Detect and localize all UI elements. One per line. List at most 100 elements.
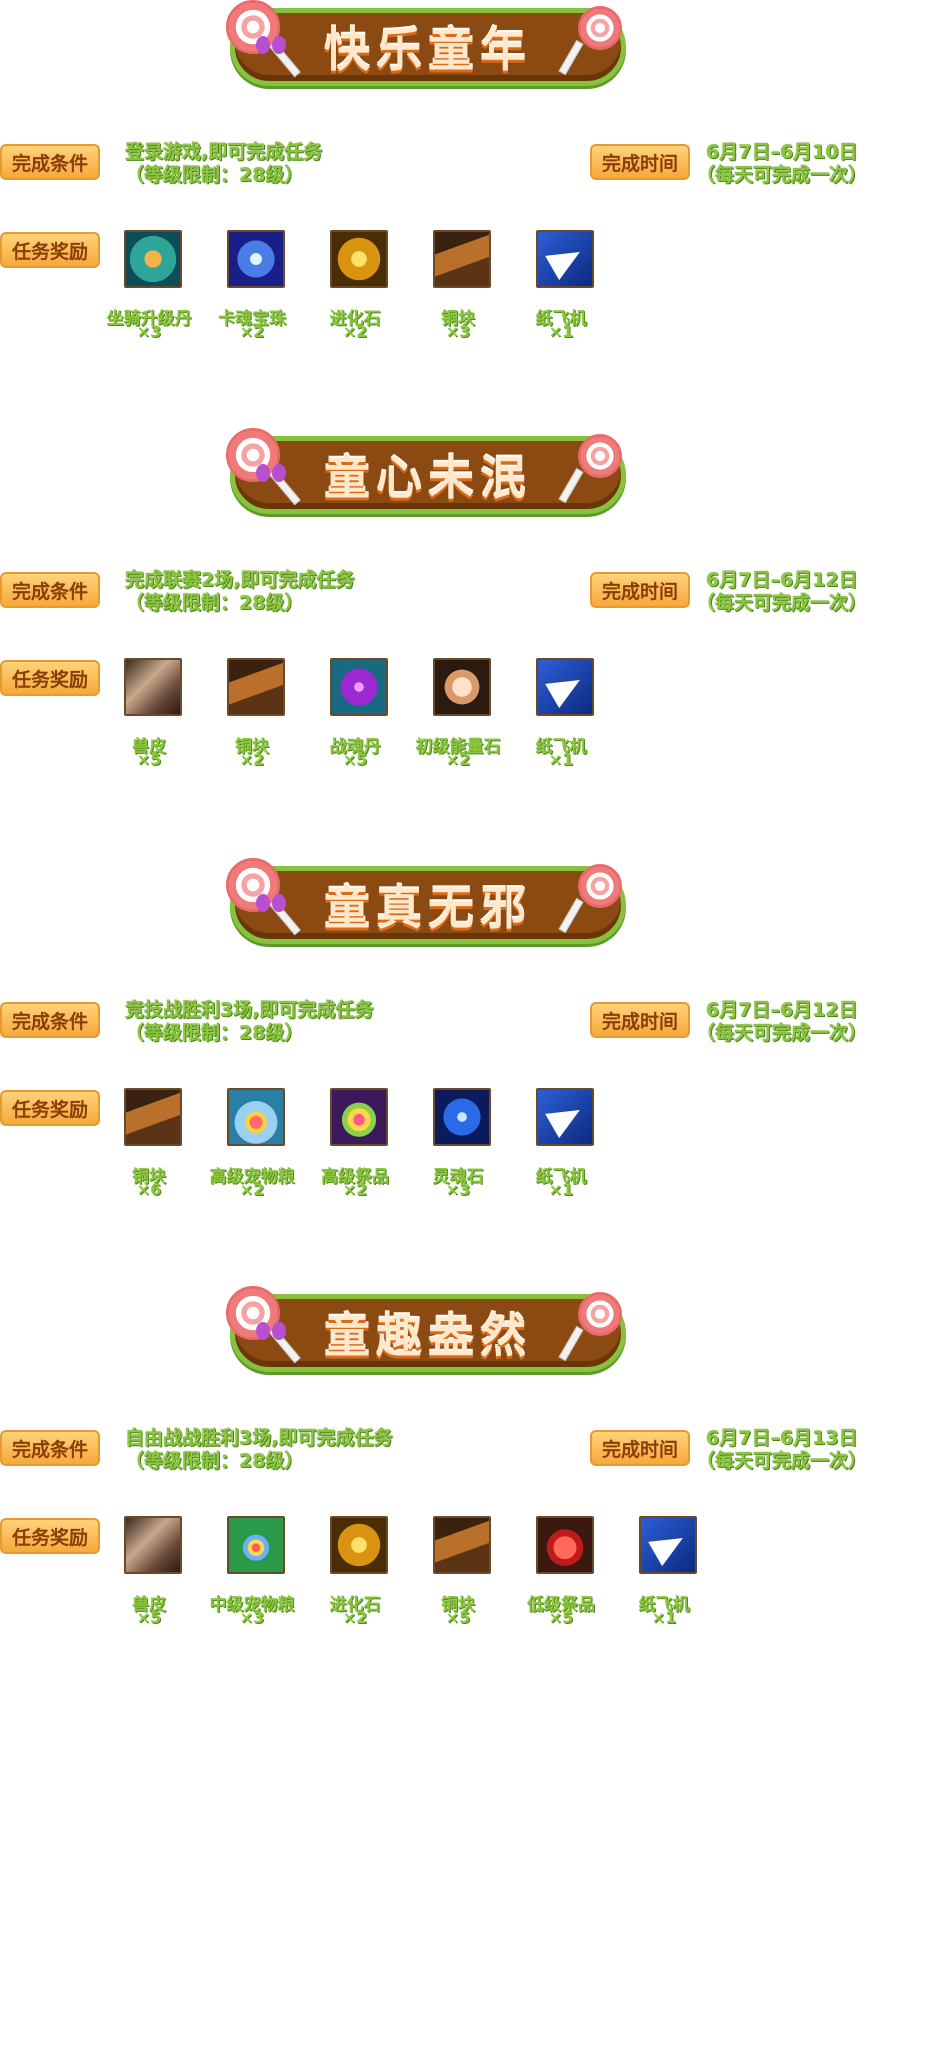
level-limit-text: （等级限制：28级） [125, 592, 304, 614]
reward-name: 卡魂宝珠 [218, 309, 286, 329]
lollipop-right-icon [558, 858, 630, 938]
time-tag: 完成时间 [590, 1002, 690, 1038]
reward-name: 纸飞机 [535, 309, 587, 329]
reward-count: ×1 [548, 322, 574, 341]
time-tag: 完成时间 [590, 1430, 690, 1466]
section-banner: 童趣盎然 [224, 1286, 632, 1380]
reward-count: ×1 [651, 1608, 677, 1627]
card-soul-pearl-icon [227, 230, 285, 288]
beast-hide-icon [124, 658, 182, 716]
reward-name: 战魂丹 [329, 737, 381, 757]
time-range-text: 6月7日–6月10日 [706, 141, 858, 163]
paper-plane-icon [536, 1088, 594, 1146]
reward-name: 坐骑升级丹 [106, 309, 192, 329]
time-range-text: 6月7日–6月13日 [706, 1427, 858, 1449]
reward-tag: 任务奖励 [0, 1518, 100, 1554]
reward-name: 兽皮 [132, 737, 166, 757]
reward-count: ×2 [239, 322, 265, 341]
lollipop-left-icon [224, 858, 301, 938]
reward-tag: 任务奖励 [0, 660, 100, 696]
condition-tag: 完成条件 [0, 1430, 100, 1466]
beast-hide-icon [124, 1516, 182, 1574]
reward-count: ×5 [136, 750, 162, 769]
reward-count: ×3 [445, 1180, 471, 1199]
reward-tag: 任务奖励 [0, 1090, 100, 1126]
copper-block-icon [227, 658, 285, 716]
evolution-stone-icon [330, 1516, 388, 1574]
reward-count: ×6 [136, 1180, 162, 1199]
time-frequency-text: （每天可完成一次） [696, 592, 868, 614]
reward-name: 铜块 [441, 309, 475, 329]
reward-count: ×5 [445, 1608, 471, 1627]
reward-name: 铜块 [132, 1167, 166, 1187]
copper-block-icon [124, 1088, 182, 1146]
condition-tag: 完成条件 [0, 572, 100, 608]
reward-count: ×5 [548, 1608, 574, 1627]
section-title: 快乐童年 [324, 23, 532, 77]
time-frequency-text: （每天可完成一次） [696, 1450, 868, 1472]
paper-plane-icon [536, 658, 594, 716]
reward-count: ×2 [342, 1608, 368, 1627]
reward-count: ×3 [136, 322, 162, 341]
soul-stone-icon [433, 1088, 491, 1146]
section-banner: 童心未泯 [224, 428, 632, 522]
reward-name: 低级祭品 [527, 1595, 595, 1615]
reward-count: ×3 [239, 1608, 265, 1627]
reward-count: ×2 [342, 322, 368, 341]
reward-count: ×1 [548, 1180, 574, 1199]
reward-count: ×3 [445, 322, 471, 341]
reward-name: 高级祭品 [321, 1167, 389, 1187]
condition-text: 登录游戏,即可完成任务 [125, 141, 323, 163]
battle-soul-pill-icon [330, 658, 388, 716]
time-tag: 完成时间 [590, 572, 690, 608]
reward-name: 高级宠物粮 [209, 1167, 295, 1187]
condition-tag: 完成条件 [0, 1002, 100, 1038]
time-range-text: 6月7日–6月12日 [706, 569, 858, 591]
task-section-2: 童心未泯 完成条件 完成联赛2场,即可完成任务 （等级限制：28级） 完成时间 … [0, 428, 926, 828]
reward-name: 纸飞机 [638, 1595, 690, 1615]
reward-count: ×2 [239, 1180, 265, 1199]
reward-tag: 任务奖励 [0, 232, 100, 268]
level-limit-text: （等级限制：28级） [125, 164, 304, 186]
reward-name: 进化石 [329, 1595, 381, 1615]
reward-name: 纸飞机 [535, 1167, 587, 1187]
section-banner: 童真无邪 [224, 858, 632, 952]
evolution-stone-icon [330, 230, 388, 288]
reward-name: 灵魂石 [432, 1167, 484, 1187]
pet-food-icon [227, 1516, 285, 1574]
reward-count: ×2 [445, 750, 471, 769]
copper-block-icon [433, 230, 491, 288]
lollipop-right-icon [558, 428, 630, 508]
banner-pill [230, 1294, 626, 1372]
lollipop-left-icon [224, 1286, 301, 1366]
condition-text: 竞技战胜利3场,即可完成任务 [125, 999, 374, 1021]
lollipop-left-icon [224, 428, 301, 508]
paper-plane-icon [639, 1516, 697, 1574]
reward-name: 初级能量石 [415, 737, 501, 757]
lollipop-right-icon [558, 1286, 630, 1366]
task-section-3: 童真无邪 完成条件 竞技战胜利3场,即可完成任务 （等级限制：28级） 完成时间… [0, 858, 926, 1258]
reward-count: ×5 [136, 1608, 162, 1627]
lollipop-right-icon [558, 0, 630, 80]
task-section-1: 快乐童年 完成条件 登录游戏,即可完成任务 （等级限制：28级） 完成时间 6月… [0, 0, 926, 400]
time-frequency-text: （每天可完成一次） [696, 1022, 868, 1044]
reward-count: ×5 [342, 750, 368, 769]
task-section-4: 童趣盎然 完成条件 自由战战胜利3场,即可完成任务 （等级限制：28级） 完成时… [0, 1286, 926, 1686]
condition-text: 自由战战胜利3场,即可完成任务 [125, 1427, 393, 1449]
level-limit-text: （等级限制：28级） [125, 1022, 304, 1044]
time-frequency-text: （每天可完成一次） [696, 164, 868, 186]
paper-plane-icon [536, 230, 594, 288]
section-title: 童真无邪 [324, 881, 532, 935]
reward-name: 中级宠物粮 [209, 1595, 295, 1615]
reward-count: ×1 [548, 750, 574, 769]
section-title: 童心未泯 [324, 451, 532, 505]
time-tag: 完成时间 [590, 144, 690, 180]
offering-icon [536, 1516, 594, 1574]
condition-tag: 完成条件 [0, 144, 100, 180]
lollipop-left-icon [224, 0, 301, 80]
pet-food-icon [227, 1088, 285, 1146]
copper-block-icon [433, 1516, 491, 1574]
section-title: 童趣盎然 [324, 1309, 532, 1363]
level-limit-text: （等级限制：28级） [125, 1450, 304, 1472]
reward-count: ×2 [239, 750, 265, 769]
